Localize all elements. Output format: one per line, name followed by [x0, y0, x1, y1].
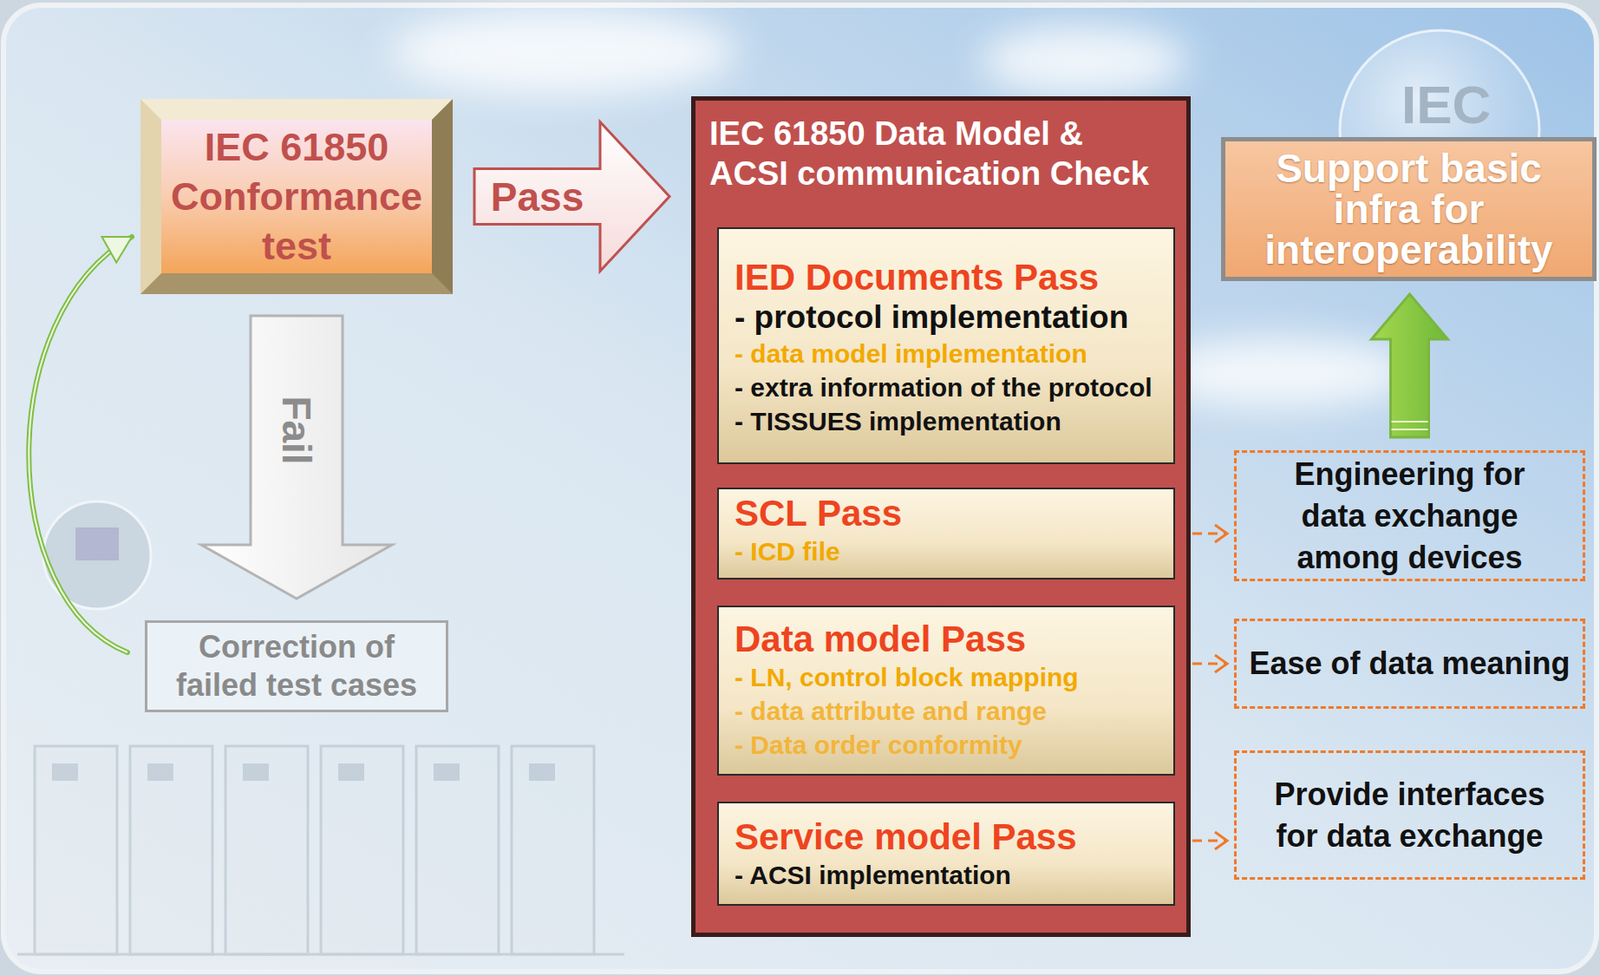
cabinet — [130, 745, 213, 954]
cabinet — [511, 745, 595, 954]
benefit-box: Ease of data meaning — [1234, 618, 1586, 709]
arrowhead — [1214, 654, 1228, 673]
arrowhead — [102, 236, 133, 263]
box-text: IEC 61850 Conformance test — [161, 122, 432, 271]
panel-title: IEC 61850 Data Model & ACSI communicatio… — [709, 113, 1161, 194]
edge-label: Fail — [274, 395, 319, 464]
cabinet — [225, 745, 308, 954]
box-text: Provide interfaces for data exchange — [1266, 773, 1553, 857]
watermark-text: IEC — [1401, 78, 1491, 132]
cabinet-panel — [52, 763, 79, 781]
block-arrow — [1371, 293, 1449, 438]
arrowhead — [1214, 524, 1228, 543]
floor-line — [17, 953, 625, 956]
cabinet-panel — [242, 763, 269, 781]
goal-box: Support basic infra for interoperability — [1221, 137, 1597, 281]
bullet-item: - extra information of the protocol — [734, 370, 1167, 405]
cabinet — [416, 745, 499, 954]
box-text: Ease of data meaning — [1247, 642, 1573, 685]
fail-arrow — [201, 315, 392, 599]
box-text: Correction of failed test cases — [173, 627, 420, 705]
test-box: IEC 61850 Conformance test — [140, 98, 453, 294]
cloud — [1153, 338, 1414, 408]
arrow-stripe — [1391, 420, 1429, 423]
arrow-stripe — [1391, 428, 1429, 431]
switchgear-cabinets — [17, 745, 625, 954]
cabinet-panel — [338, 763, 365, 781]
return-arrow — [28, 236, 132, 653]
panel-frame — [3, 5, 1597, 972]
bullet-item: - LN, control block mapping — [734, 659, 1167, 694]
device-screen — [75, 527, 119, 561]
check-item-box: Service model Pass- ACSI implementation — [717, 801, 1176, 906]
support-arrow — [1371, 293, 1449, 438]
section-heading: Data model Pass — [734, 618, 1167, 660]
benefit-box: Engineering for data exchange among devi… — [1234, 450, 1586, 582]
cloud — [390, 8, 738, 96]
check-panel: IEC 61850 Data Model & ACSI communicatio… — [691, 96, 1191, 937]
bullet-item: - data attribute and range — [734, 693, 1167, 728]
benefit-box: Provide interfaces for data exchange — [1234, 750, 1586, 880]
check-item-box: Data model Pass- LN, control block mappi… — [717, 605, 1176, 776]
bullet-item: - TISSUES implementation — [734, 404, 1167, 438]
bullet-item: - protocol implementation — [734, 298, 1167, 337]
box-text: Engineering for data exchange among devi… — [1280, 453, 1540, 579]
bullet-item: - Data order conformity — [734, 727, 1167, 762]
edge-label: Pass — [490, 175, 584, 219]
box-text: Support basic infra for interoperability — [1260, 148, 1558, 271]
check-item-box: SCL Pass- ICD file — [717, 487, 1176, 580]
return-arrow-core — [28, 236, 132, 653]
section-heading: Service model Pass — [734, 816, 1167, 858]
section-heading: IED Documents Pass — [734, 256, 1167, 299]
check-item-box: IED Documents Pass- protocol implementat… — [717, 227, 1176, 464]
bullet-item: - ACSI implementation — [734, 857, 1167, 892]
cabinet — [34, 745, 118, 954]
section-heading: SCL Pass — [734, 492, 1167, 535]
block-arrow — [201, 315, 392, 599]
cabinet — [320, 745, 404, 954]
pass-arrow — [474, 122, 670, 272]
cabinet-panel — [528, 763, 556, 781]
cabinet-panel — [433, 763, 460, 781]
cabinet-panel — [147, 763, 174, 781]
bullet-item: - data model implementation — [734, 336, 1167, 371]
cloud — [979, 26, 1189, 96]
bullet-item: - ICD file — [734, 534, 1167, 569]
correction-box: Correction of failed test cases — [144, 620, 449, 712]
arrowhead — [1214, 831, 1228, 849]
block-arrow — [474, 122, 670, 272]
return-arrow-line — [28, 236, 132, 653]
